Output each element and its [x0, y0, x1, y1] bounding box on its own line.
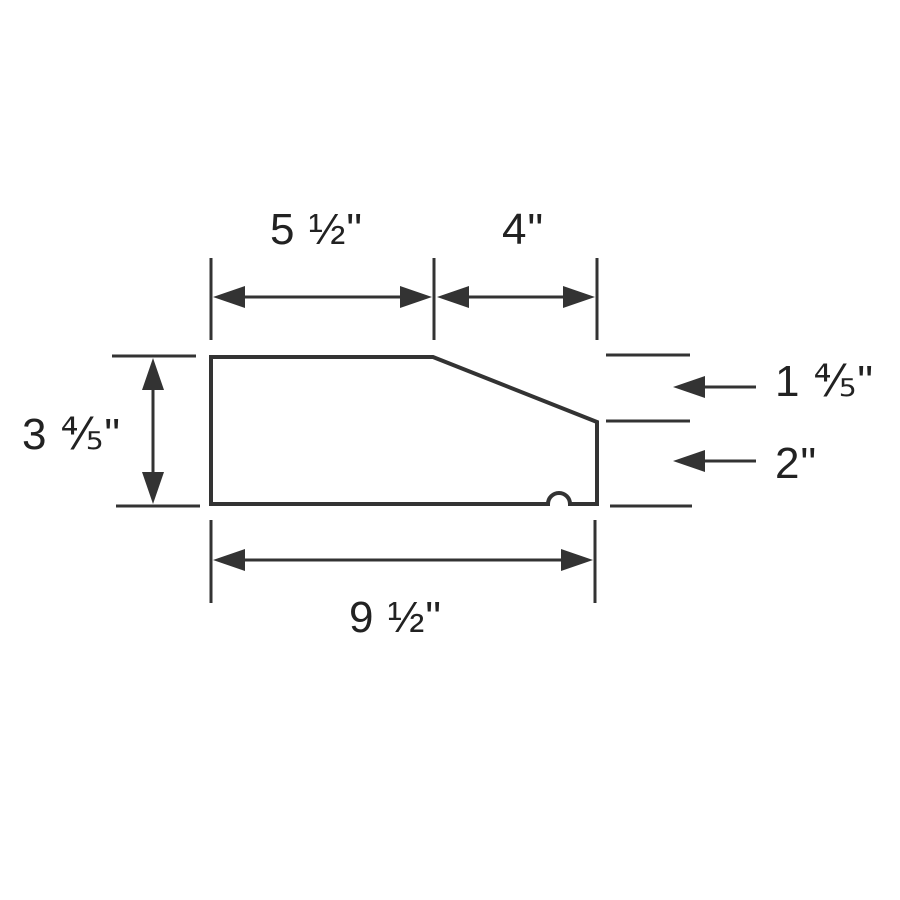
label-upper-right-height: 1 ⅘" — [775, 357, 874, 406]
arrowhead-left-icon — [673, 450, 705, 472]
arrowhead-right-icon — [563, 286, 595, 308]
label-overall-height: 3 ⅘" — [22, 410, 121, 459]
arrowhead-right-icon — [400, 286, 432, 308]
label-lower-right-height: 2" — [775, 439, 818, 488]
arrowhead-left-icon — [437, 286, 469, 308]
arrowhead-down-icon — [142, 472, 164, 504]
arrowhead-right-icon — [561, 549, 593, 571]
label-overall-width: 9 ½" — [349, 593, 443, 642]
label-top-left-width: 5 ½" — [270, 205, 364, 254]
arrowhead-left-icon — [673, 376, 705, 398]
arrowhead-left-icon — [213, 549, 245, 571]
label-top-right-width: 4" — [502, 205, 545, 254]
arrowhead-up-icon — [142, 358, 164, 390]
part-profile-outline — [209, 355, 599, 506]
arrowhead-left-icon — [213, 286, 245, 308]
